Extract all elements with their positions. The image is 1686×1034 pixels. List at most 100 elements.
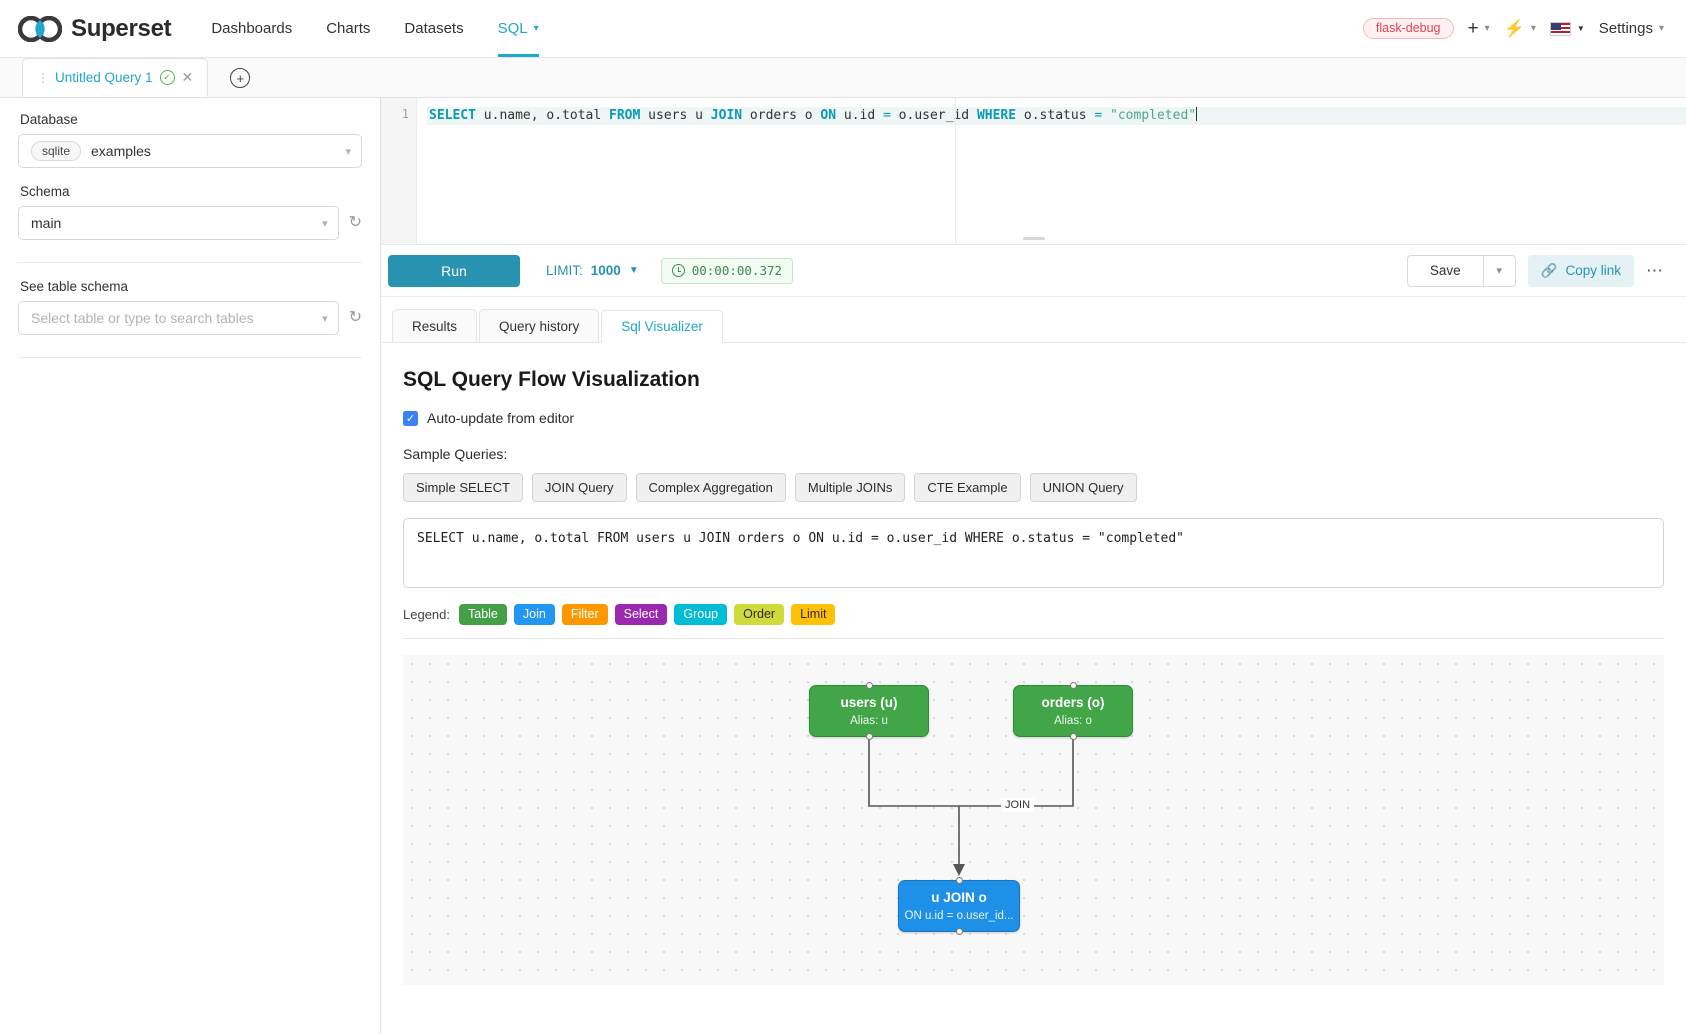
limit-dropdown[interactable]: LIMIT: 1000 ▼ — [546, 263, 639, 278]
tab-sql-visualizer[interactable]: Sql Visualizer — [601, 310, 723, 343]
legend-chip-join: Join — [513, 604, 555, 625]
nav-item-datasets-label: Datasets — [404, 20, 464, 37]
flow-node-join[interactable]: u JOIN o ON u.id = o.user_id... — [898, 877, 1020, 935]
chevron-down-icon: ▾ — [1530, 23, 1536, 34]
nav-links: Dashboards Charts Datasets SQL ▾ — [211, 0, 538, 57]
link-icon: 🔗 — [1540, 262, 1558, 278]
sql-visualizer-panel: SQL Query Flow Visualization ✓ Auto-upda… — [381, 343, 1686, 1034]
editor-gutter: 1 — [381, 98, 417, 244]
legend-chip-table: Table — [459, 604, 507, 625]
sample-query-button-3[interactable]: Multiple JOINs — [794, 473, 906, 502]
more-options-icon[interactable]: ⋯ — [1646, 260, 1664, 280]
limit-label: LIMIT: — [546, 263, 583, 278]
query-timer: 00:00:00.372 — [660, 257, 794, 284]
tab-query-history[interactable]: Query history — [479, 309, 600, 342]
sql-editor[interactable]: 1 SELECT u.name, o.total FROM users u JO… — [381, 98, 1686, 245]
run-toolbar: Run LIMIT: 1000 ▼ 00:00:00.372 Save ▾ 🔗 … — [381, 237, 1686, 297]
auto-update-checkbox-row[interactable]: ✓ Auto-update from editor — [403, 410, 1664, 426]
nav-item-dashboards[interactable]: Dashboards — [211, 0, 292, 57]
database-field: Database sqlite examples ▾ — [18, 112, 362, 168]
database-label: Database — [20, 112, 78, 127]
sample-query-button-0[interactable]: Simple SELECT — [403, 473, 523, 502]
nav-item-datasets[interactable]: Datasets — [404, 0, 463, 57]
editor-vertical-rule — [955, 98, 956, 244]
sample-query-button-1[interactable]: JOIN Query — [531, 473, 627, 502]
flow-node-users[interactable]: users (u) Alias: u — [809, 682, 929, 740]
superset-logo-icon — [17, 15, 63, 42]
language-picker[interactable]: ▼ — [1549, 21, 1585, 36]
flow-node-users-title: users (u) — [840, 695, 898, 710]
table-search-select[interactable]: Select table or type to search tables ▾ — [18, 301, 339, 335]
drag-handle-icon[interactable]: ⋮ — [37, 70, 49, 85]
save-dropdown-button[interactable]: ▾ — [1483, 254, 1516, 287]
table-schema-label: See table schema — [20, 279, 129, 294]
limit-value: 1000 — [590, 263, 621, 278]
navbar-right: flask-debug + ▾ ⚡ ▾ ▼ Settings ▾ — [1362, 18, 1664, 39]
flow-edges — [868, 737, 1074, 876]
table-search-placeholder: Select table or type to search tables — [31, 310, 254, 326]
new-menu-button[interactable]: + ▾ — [1468, 19, 1490, 38]
query-timer-value: 00:00:00.372 — [691, 263, 783, 278]
caret-down-icon: ▼ — [628, 265, 639, 276]
table-schema-field: See table schema Select table or type to… — [18, 279, 362, 335]
sql-input-textarea[interactable] — [403, 518, 1664, 588]
database-select[interactable]: sqlite examples ▾ — [18, 134, 362, 168]
left-panel: Database sqlite examples ▾ Schema main ▾… — [0, 98, 381, 1034]
chevron-down-icon: ▾ — [1658, 23, 1664, 34]
editor-code-line: SELECT u.name, o.total FROM users u JOIN… — [427, 107, 1686, 125]
sample-query-button-2[interactable]: Complex Aggregation — [635, 473, 786, 502]
settings-menu[interactable]: Settings ▾ — [1599, 20, 1664, 37]
tab-results-label: Results — [412, 318, 458, 334]
close-icon[interactable]: ✕ — [181, 69, 194, 85]
query-tab-untitled-query-1[interactable]: ⋮ Untitled Query 1 ✓ ✕ — [22, 58, 209, 97]
query-flow-canvas[interactable]: JOIN users (u) Alias: u orders (o) Alias… — [403, 655, 1664, 985]
sample-query-button-5[interactable]: UNION Query — [1029, 473, 1137, 502]
copy-link-label: Copy link — [1565, 263, 1621, 278]
run-button[interactable]: Run — [388, 254, 520, 287]
sample-query-button-4[interactable]: CTE Example — [914, 473, 1021, 502]
legend-chip-filter: Filter — [561, 604, 608, 625]
refresh-icon[interactable]: ↻ — [348, 309, 362, 326]
tab-sql-visualizer-label: Sql Visualizer — [621, 319, 703, 334]
edge-label-join: JOIN — [1001, 798, 1035, 812]
nav-item-charts[interactable]: Charts — [326, 0, 370, 57]
nav-item-sql-label: SQL — [497, 20, 528, 37]
flow-node-orders[interactable]: orders (o) Alias: o — [1013, 682, 1133, 740]
check-circle-icon: ✓ — [159, 70, 175, 85]
node-port-bottom — [1069, 733, 1077, 740]
editor-code-area[interactable]: SELECT u.name, o.total FROM users u JOIN… — [417, 98, 1686, 244]
node-port-bottom — [865, 733, 873, 740]
page-title: SQL Query Flow Visualization — [403, 368, 700, 391]
settings-label: Settings — [1598, 20, 1653, 37]
sample-queries-row: Simple SELECT JOIN Query Complex Aggregati… — [403, 473, 1664, 502]
panel-resize-handle[interactable] — [1022, 237, 1045, 240]
query-tab-bar: ⋮ Untitled Query 1 ✓ ✕ + — [0, 58, 1686, 98]
top-navbar: Superset Dashboards Charts Datasets SQL … — [0, 0, 1686, 58]
chevron-down-icon: ▾ — [322, 217, 328, 230]
chevron-down-icon: ▾ — [1484, 23, 1490, 34]
brand-logo-group[interactable]: Superset — [17, 15, 172, 43]
refresh-icon[interactable]: ↻ — [348, 214, 362, 231]
sample-queries-label: Sample Queries: — [403, 446, 508, 462]
database-engine-pill: sqlite — [31, 141, 82, 161]
quick-actions-button[interactable]: ⚡ ▾ — [1504, 20, 1536, 37]
add-query-tab-button[interactable]: + — [230, 68, 251, 88]
copy-link-button[interactable]: 🔗 Copy link — [1527, 254, 1634, 287]
schema-value: main — [31, 215, 62, 231]
node-port-top — [1069, 682, 1077, 689]
nav-item-sql[interactable]: SQL ▾ — [498, 0, 539, 57]
auto-update-checkbox[interactable]: ✓ — [403, 410, 418, 426]
save-button[interactable]: Save — [1406, 254, 1484, 287]
chevron-down-icon: ▾ — [345, 145, 351, 158]
lightning-bolt-icon: ⚡ — [1503, 19, 1525, 38]
tab-query-history-label: Query history — [499, 318, 580, 334]
flow-node-orders-title: orders (o) — [1041, 695, 1105, 710]
clock-icon — [671, 264, 685, 277]
auto-update-label: Auto-update from editor — [427, 410, 575, 426]
node-port-bottom — [955, 928, 963, 935]
schema-select[interactable]: main ▾ — [18, 206, 339, 240]
legend-label: Legend: — [403, 607, 450, 622]
run-toolbar-right: Save ▾ 🔗 Copy link ⋯ — [1406, 254, 1664, 287]
tab-results[interactable]: Results — [392, 309, 478, 342]
